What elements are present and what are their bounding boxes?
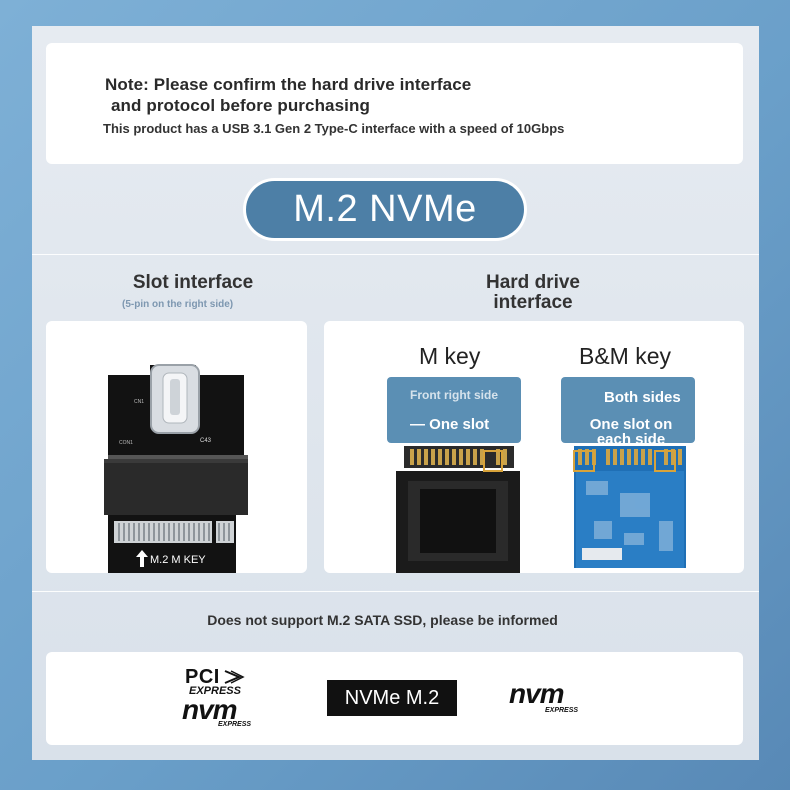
slot-heading: Slot interface: [132, 272, 254, 293]
bm-key-label-box: [561, 377, 695, 443]
note-panel: Note: Please confirm the hard drive inte…: [46, 43, 743, 164]
logos-panel: PCI EXPRESS nvm EXPRESS NVMe M.2 nvm EXP…: [46, 652, 743, 745]
drive-heading: Hard drive interface: [433, 273, 633, 313]
nvm-logo-text: nvm: [182, 694, 238, 725]
drive-panel: M key B&M key: [324, 321, 744, 573]
drive-images: [396, 446, 686, 573]
bm-key-title: B&M key: [579, 343, 672, 369]
bm-key-side-label: Both sides: [604, 389, 681, 406]
note-title-line1: Note: Please confirm the hard drive inte…: [105, 75, 472, 94]
nvme-badge: M.2 NVMe: [246, 181, 524, 238]
board-label-cn1: CN1: [134, 399, 144, 405]
nvm2-logo-text: nvm: [509, 678, 565, 709]
m-key-title: M key: [419, 343, 481, 369]
nvm2-express-text: EXPRESS: [545, 707, 579, 714]
note-title: Note: Please confirm the hard drive inte…: [105, 74, 471, 116]
m-key-side-label: Front right side: [410, 388, 498, 402]
divider-bottom: [32, 591, 759, 592]
board-label-c43: C43: [200, 438, 212, 444]
note-subtitle: This product has a USB 3.1 Gen 2 Type-C …: [103, 121, 565, 136]
m-key-slot-label: — One slot: [410, 416, 490, 433]
board-label-con1: CON1: [119, 440, 133, 446]
bm-key-slot-label: One slot on each side: [589, 416, 673, 448]
adapter-board-image: CN1 CON1 C43 M.2 M KEY: [104, 364, 248, 573]
nvme-m2-logo: NVMe M.2: [327, 680, 457, 716]
unsupported-notice: Does not support M.2 SATA SSD, please be…: [207, 612, 558, 628]
m-key-slot-text: One slot: [429, 416, 490, 433]
nvm-express-text: EXPRESS: [218, 721, 252, 728]
m-key-label-box: [387, 377, 521, 443]
divider: [32, 254, 759, 255]
drive-heading-line1: Hard drive: [486, 272, 580, 293]
drive-heading-line2: interface: [493, 292, 573, 313]
note-title-line2: and protocol before purchasing: [111, 96, 370, 115]
pci-logo-text: PCI: [185, 666, 220, 688]
pci-chevron-icon: [224, 670, 245, 684]
pci-express-text: EXPRESS: [189, 685, 241, 697]
slot-subheading: (5-pin on the right side): [122, 299, 234, 310]
board-label-mkey: M.2 M KEY: [150, 554, 206, 566]
slot-panel: CN1 CON1 C43 M.2 M KEY: [46, 321, 307, 573]
